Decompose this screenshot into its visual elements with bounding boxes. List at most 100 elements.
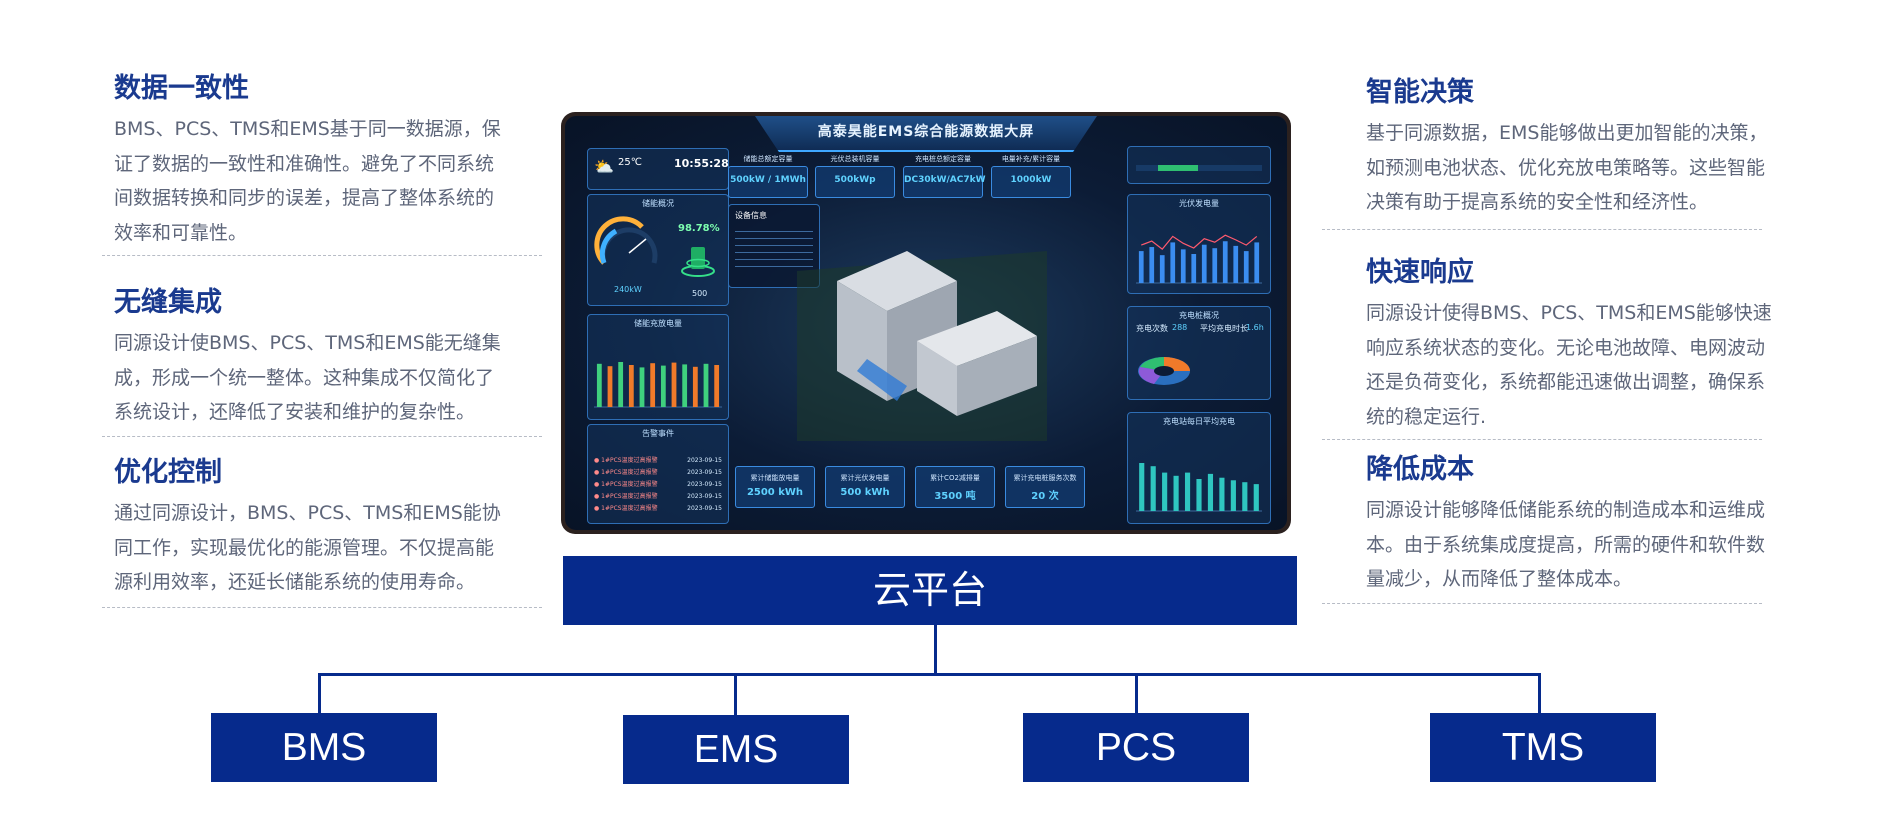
subsystem-bms: BMS	[211, 713, 437, 782]
chart-bar	[628, 365, 634, 407]
alarm-row[interactable]: ● 1#PCS温度过高报警 2023-09-15	[594, 467, 722, 479]
alarm-name: ● 1#PCS温度过高报警	[594, 481, 658, 488]
alarm-date: 2023-09-15	[687, 505, 722, 512]
divider	[102, 436, 542, 437]
chart-bar	[639, 367, 645, 407]
kpi-pv-capacity: 光伏总装机容量 500kWp	[815, 155, 895, 198]
alarm-name: ● 1#PCS温度过高报警	[594, 493, 658, 500]
battery-icon	[681, 247, 715, 277]
divider	[102, 607, 542, 608]
chart-bar	[1170, 242, 1176, 283]
chart-bar	[1159, 255, 1165, 283]
bottom-kpi-storage-discharge: 累计储能放电量 2500 kWh	[735, 466, 815, 508]
feature-reduce-cost: 降低成本 同源设计能够降低储能系统的制造成本和运维成本。由于系统集成度提高，所需…	[1366, 453, 1776, 597]
kpi-value: 20 次	[1031, 491, 1059, 502]
connector-bms	[318, 673, 321, 713]
alarm-list: ● 1#PCS温度过高报警 2023-09-15 ● 1#PCS温度过高报警 2023…	[594, 455, 722, 515]
alarm-row[interactable]: ● 1#PCS温度过高报警 2023-09-15	[594, 479, 722, 491]
alarm-name: ● 1#PCS温度过高报警	[594, 457, 658, 464]
chart-bar	[714, 365, 720, 407]
storage-overview-panel: 储能概况 240kW 98.78% 500	[587, 194, 729, 306]
feature-seamless-integration: 无缝集成 同源设计使BMS、PCS、TMS和EMS能无缝集成，形成一个统一整体。…	[114, 286, 504, 430]
dashboard-screenshot-frame: 高泰昊能EMS综合能源数据大屏 ⛅ 25℃ 10:55:28 储能概况 240k…	[561, 112, 1291, 534]
chart-bar	[1139, 463, 1145, 511]
chart-bar	[1149, 247, 1155, 283]
kpi-value: 500 kWh	[840, 487, 890, 498]
chart-bar	[1184, 472, 1191, 511]
chart-bar	[1201, 244, 1207, 283]
chart-bar	[1242, 482, 1248, 511]
chart-bar	[1180, 249, 1186, 283]
kpi-label: 电量补充/累计容量	[1001, 155, 1061, 163]
divider	[1322, 439, 1762, 440]
charge-count-value: 288	[1172, 323, 1188, 332]
feature-title: 快速响应	[1366, 257, 1474, 288]
chart-bar	[1233, 245, 1239, 283]
alarm-name: ● 1#PCS温度过高报警	[594, 469, 658, 476]
campus-building-illustration	[797, 251, 1047, 441]
chart-bar	[1222, 241, 1228, 283]
alarm-date: 2023-09-15	[687, 493, 722, 500]
clock-time: 10:55:28	[674, 157, 729, 170]
device-info-panel: 设备信息	[728, 204, 820, 288]
charge-duration-value: 1.6h	[1246, 323, 1264, 332]
info-lines	[735, 225, 813, 273]
alarm-date: 2023-09-15	[687, 469, 722, 476]
alarm-date: 2023-09-15	[687, 481, 722, 488]
chart-bar	[1254, 242, 1260, 283]
feature-body: 同源设计使得BMS、PCS、TMS和EMS能够快速响应系统状态的变化。无论电池故…	[1366, 302, 1772, 428]
chart-bar	[660, 365, 666, 407]
chart-bar	[1212, 248, 1218, 283]
feature-optimized-control: 优化控制 通过同源设计，BMS、PCS、TMS和EMS能协同工作，实现最优化的能…	[114, 456, 504, 600]
connector-horizontal	[318, 673, 1541, 676]
cloud-sun-icon: ⛅	[594, 157, 614, 176]
feature-data-consistency: 数据一致性 BMS、PCS、TMS和EMS基于同一数据源，保证了数据的一致性和准…	[114, 72, 504, 250]
soc-value: 500	[692, 289, 708, 298]
chart-bar	[1219, 477, 1225, 511]
connector-tms	[1538, 673, 1541, 713]
bottom-kpi-co2-reduction: 累计CO2减排量 3500 吨	[915, 466, 995, 508]
kpi-label: 光伏总装机容量	[830, 155, 880, 163]
feature-body: 同源设计能够降低储能系统的制造成本和运维成本。由于系统集成度提高，所需的硬件和软…	[1366, 499, 1766, 590]
chart-bar	[1162, 472, 1168, 511]
bottom-kpi-charger-services: 累计充电桩服务次数 20 次	[1005, 466, 1085, 508]
feature-body: 同源设计使BMS、PCS、TMS和EMS能无缝集成，形成一个统一整体。这种集成不…	[114, 332, 501, 423]
feature-fast-response: 快速响应 同源设计使得BMS、PCS、TMS和EMS能够快速响应系统状态的变化。…	[1366, 256, 1776, 434]
kpi-value: DC30kW/AC7kW	[904, 175, 986, 185]
daily-charge-bar-chart	[1136, 463, 1262, 512]
feature-body: 通过同源设计，BMS、PCS、TMS和EMS能协同工作，实现最优化的能源管理。不…	[114, 502, 501, 593]
feature-title: 无缝集成	[114, 287, 222, 318]
alarm-row[interactable]: ● 1#PCS温度过高报警 2023-09-15	[594, 491, 722, 503]
chart-bar	[1150, 466, 1156, 511]
chart-bar	[1138, 251, 1144, 283]
chart-bar	[1196, 479, 1202, 511]
charge-count-label: 充电次数	[1136, 324, 1168, 333]
daily-charging-panel: 充电站每日平均充电	[1127, 412, 1271, 524]
feature-title: 优化控制	[114, 457, 222, 488]
subsystem-tms: TMS	[1430, 713, 1656, 782]
chart-bar	[1243, 251, 1249, 283]
subsystem-pcs: PCS	[1023, 713, 1249, 782]
divider	[1322, 229, 1762, 230]
panel-title: 充电桩概况	[1179, 311, 1219, 320]
panel-title: 储能充放电量	[634, 319, 682, 328]
bottom-kpi-pv-generation: 累计光伏发电量 500 kWh	[825, 466, 905, 508]
dashboard-screen: 高泰昊能EMS综合能源数据大屏 ⛅ 25℃ 10:55:28 储能概况 240k…	[565, 116, 1287, 530]
storage-bar-chart	[594, 362, 722, 408]
connector-vertical-main	[934, 625, 937, 675]
divider	[102, 255, 542, 256]
chart-bar	[1207, 473, 1214, 511]
chart-bar	[671, 362, 677, 407]
chart-bar	[682, 364, 688, 407]
cloud-platform-box: 云平台	[563, 556, 1297, 625]
kpi-label: 累计储能放电量	[750, 474, 800, 482]
kpi-storage-capacity: 储能总额定容量 500kW / 1MWh	[728, 155, 808, 198]
kpi-value: 500kW / 1MWh	[730, 175, 806, 185]
chart-bar	[1230, 480, 1236, 511]
feature-title: 降低成本	[1366, 454, 1474, 485]
weather-panel: ⛅ 25℃ 10:55:28	[587, 148, 729, 190]
kpi-label: 充电桩总额定容量	[915, 155, 971, 163]
